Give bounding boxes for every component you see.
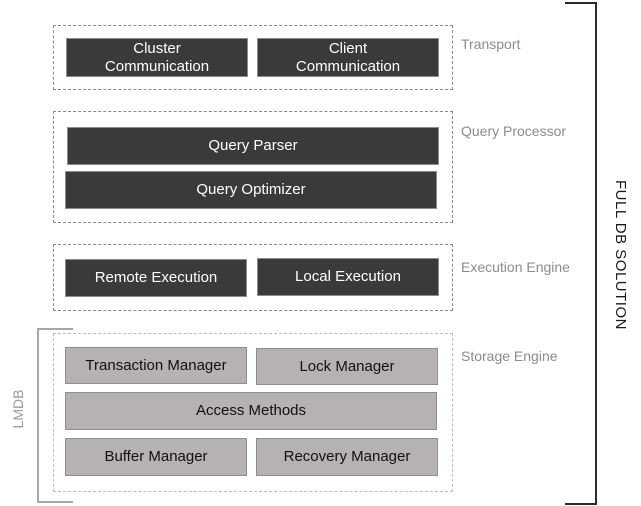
lmdb-bracket-top [37, 328, 73, 330]
lmdb-label: LMDB [10, 389, 26, 429]
access-methods-box: Access Methods [65, 392, 437, 430]
query-parser-box: Query Parser [67, 127, 439, 165]
full-db-solution-label: FULL DB SOLUTION [612, 180, 629, 330]
remote-execution-box: Remote Execution [65, 259, 247, 297]
transaction-manager-box: Transaction Manager [65, 347, 247, 384]
full-db-bracket-bottom [565, 503, 597, 505]
storage-engine-layer [53, 333, 453, 492]
transport-layer [53, 25, 453, 90]
client-communication-box: Client Communication [257, 38, 439, 77]
query-optimizer-box: Query Optimizer [65, 171, 437, 209]
storage-engine-label: Storage Engine [461, 348, 558, 364]
query-processor-layer [53, 111, 453, 223]
full-db-bracket-vertical [595, 2, 597, 505]
query-processor-label: Query Processor [461, 123, 567, 139]
cluster-communication-box: Cluster Communication [66, 38, 248, 77]
transport-label: Transport [461, 36, 521, 52]
execution-engine-layer [53, 244, 453, 311]
buffer-manager-box: Buffer Manager [65, 438, 247, 476]
execution-engine-label: Execution Engine [461, 259, 570, 275]
lock-manager-box: Lock Manager [256, 348, 438, 385]
lmdb-bracket-bottom [37, 501, 73, 503]
lmdb-bracket-vertical [37, 328, 39, 503]
local-execution-box: Local Execution [257, 258, 439, 296]
recovery-manager-box: Recovery Manager [256, 438, 438, 476]
full-db-bracket-top [565, 2, 597, 4]
